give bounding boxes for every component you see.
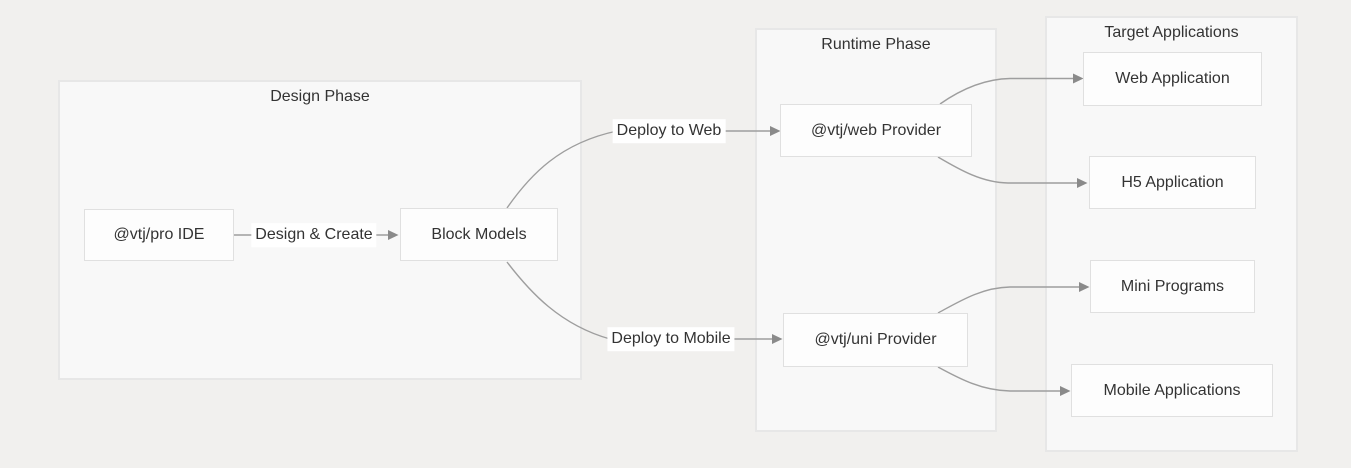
edge-label-design-and-create: Design & Create (251, 223, 377, 247)
node-vtj-pro-ide-label: @vtj/pro IDE (113, 226, 205, 243)
node-mini-programs-label: Mini Programs (1120, 277, 1225, 295)
node-h5-application-label: H5 Application (1121, 173, 1224, 191)
edge-label-deploy-to-mobile: Deploy to Mobile (607, 327, 735, 351)
cluster-title-runtime-phase: Runtime Phase (821, 36, 931, 53)
node-h5-application: H5 Application (1089, 156, 1256, 209)
node-vtj-pro-ide: @vtj/pro IDE (84, 209, 234, 261)
node-vtj-uni-provider-label: @vtj/uni Provider (814, 331, 937, 348)
node-block-models: Block Models (400, 208, 558, 261)
cluster-runtime-phase: Runtime Phase (755, 28, 997, 432)
node-mobile-applications: Mobile Applications (1071, 364, 1273, 417)
node-vtj-web-provider-label: @vtj/web Provider (810, 121, 942, 139)
edge-label-deploy-to-web: Deploy to Web (612, 119, 726, 143)
cluster-title-target-applications: Target Applications (1104, 24, 1239, 41)
node-web-application: Web Application (1083, 52, 1262, 106)
node-vtj-uni-provider: @vtj/uni Provider (783, 313, 968, 367)
cluster-title-design-phase: Design Phase (270, 88, 370, 105)
node-block-models-label: Block Models (431, 225, 527, 243)
node-mini-programs: Mini Programs (1090, 260, 1255, 313)
node-web-application-label: Web Application (1115, 70, 1230, 87)
node-mobile-applications-label: Mobile Applications (1103, 381, 1241, 399)
node-vtj-web-provider: @vtj/web Provider (780, 104, 972, 157)
